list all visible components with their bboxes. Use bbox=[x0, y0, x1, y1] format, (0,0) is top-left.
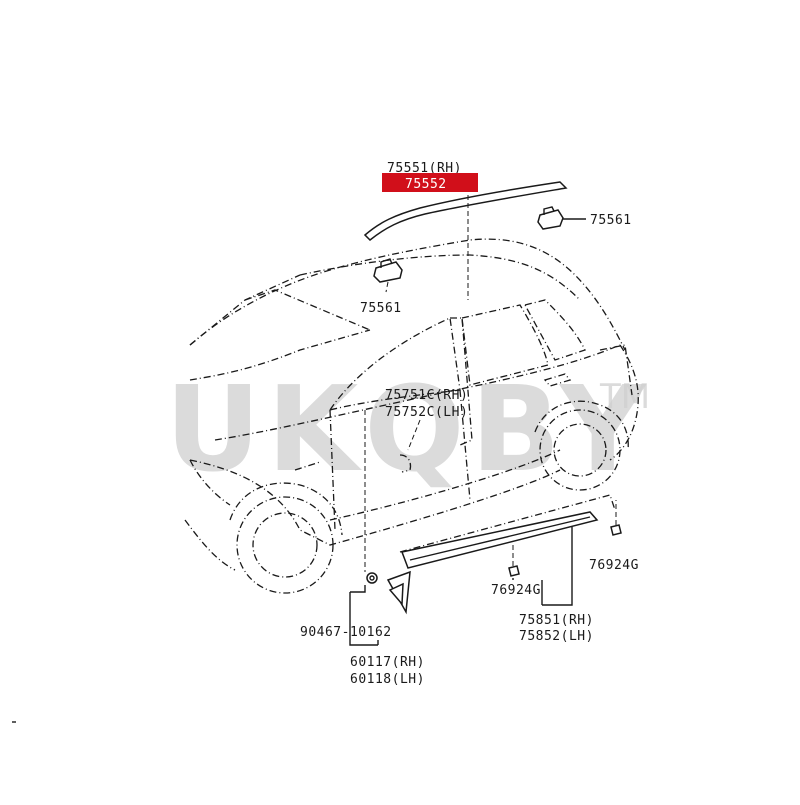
label-fender-lh: 60118(LH) bbox=[350, 672, 425, 687]
car-body-outline bbox=[184, 238, 639, 594]
fender-bolt bbox=[366, 572, 378, 584]
label-fender-rh: 60117(RH) bbox=[350, 655, 425, 670]
watermark-text: UKQBY bbox=[165, 360, 652, 498]
label-door-rh: 75751C(RH) bbox=[385, 388, 468, 403]
rocker-clip-center bbox=[508, 545, 520, 577]
label-clip-left: 75561 bbox=[360, 301, 402, 316]
rocker-clip-rear bbox=[610, 500, 622, 536]
label-door-lh: 75752C(LH) bbox=[385, 405, 468, 420]
fender-garnish-part bbox=[386, 570, 411, 615]
label-clip-right: 75561 bbox=[590, 213, 632, 228]
label-roof-rh: 75551(RH) bbox=[387, 161, 462, 176]
roof-clip-right bbox=[537, 206, 564, 230]
label-clip-rear: 76924G bbox=[589, 558, 639, 573]
label-bolt: 90467-10162 bbox=[300, 625, 392, 640]
label-roof-highlight: 75552 bbox=[405, 177, 447, 192]
label-rocker-rh: 75851(RH) bbox=[519, 613, 594, 628]
roof-clip-left bbox=[373, 258, 403, 283]
watermark-trademark: TM bbox=[599, 377, 650, 417]
highlight-box bbox=[382, 173, 478, 192]
rocker-molding-part bbox=[399, 494, 616, 569]
label-rocker-lh: 75852(LH) bbox=[519, 629, 594, 644]
label-clip-center: 76924G bbox=[491, 583, 541, 598]
roof-molding-part bbox=[363, 181, 568, 242]
